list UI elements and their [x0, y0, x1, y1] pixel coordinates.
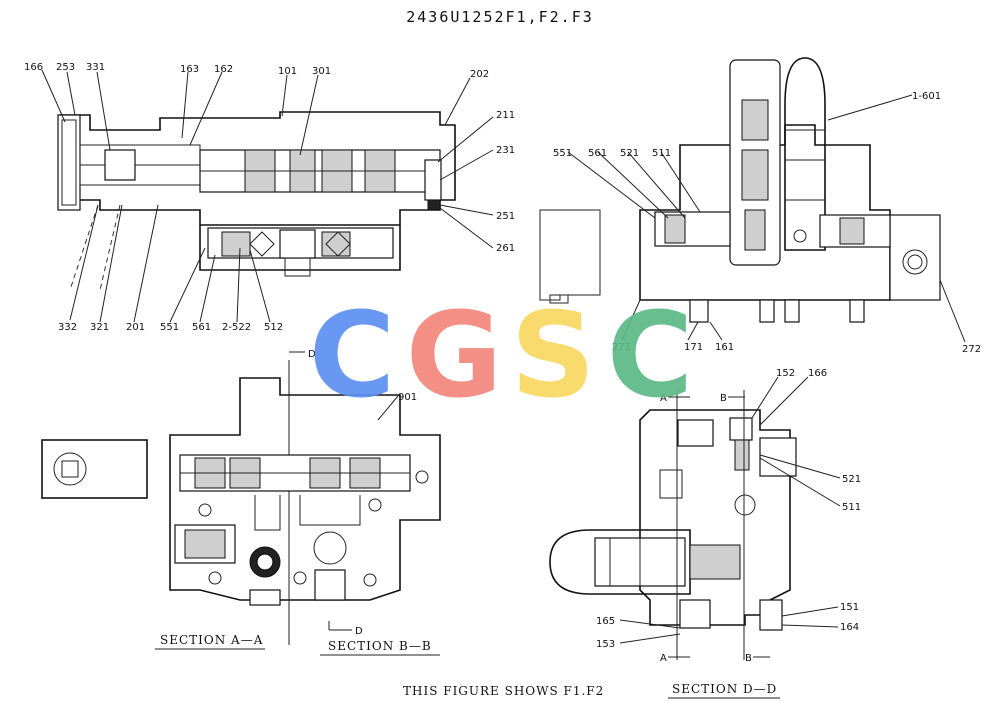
- part-label: 521: [842, 474, 861, 485]
- part-label: 153: [596, 639, 615, 650]
- leader-lines: [41, 69, 966, 644]
- part-label: 166: [24, 62, 43, 73]
- part-label: 901: [398, 392, 417, 403]
- part-label: 301: [312, 66, 331, 77]
- part-label: 201: [126, 322, 145, 333]
- watermark-letter-c2: C: [607, 286, 694, 424]
- watermark-letter-c1: C: [309, 286, 396, 424]
- part-label: 151: [840, 602, 859, 613]
- section-aa-bb-view: [41, 360, 441, 645]
- section-mark-d-top: D: [308, 349, 316, 360]
- part-label: 551: [160, 322, 179, 333]
- part-label: 561: [192, 322, 211, 333]
- watermark-letter-s: S: [511, 286, 596, 424]
- part-label: 161: [715, 342, 734, 353]
- part-label: 165: [596, 616, 615, 627]
- caption-section-aa: SECTION A—A: [160, 633, 263, 647]
- part-label: 321: [90, 322, 109, 333]
- part-label: 271: [612, 342, 631, 353]
- part-label: 202: [470, 69, 489, 80]
- part-label: 521: [620, 148, 639, 159]
- part-label: 101: [278, 66, 297, 77]
- part-label: 231: [496, 145, 515, 156]
- drawing-title: 2436U1252F1,F2.F3: [406, 8, 594, 26]
- part-label: 2-522: [222, 322, 251, 333]
- part-label: 261: [496, 243, 515, 254]
- section-mark-b-bottom: B: [745, 653, 752, 664]
- section-mark-b-top: B: [720, 393, 727, 404]
- part-label: 152: [776, 368, 795, 379]
- part-label: 332: [58, 322, 77, 333]
- part-label: 166: [808, 368, 827, 379]
- part-label: 251: [496, 211, 515, 222]
- top-right-section-view: [539, 57, 941, 323]
- caption-figure-note: THIS FIGURE SHOWS F1.F2: [403, 684, 604, 698]
- part-label: 1-601: [912, 91, 941, 102]
- top-left-section-view: [57, 111, 456, 291]
- watermark-letter-g: G: [406, 286, 503, 424]
- cgsc-watermark: C G S C: [309, 286, 694, 424]
- section-marks: D D A B A B: [289, 349, 770, 664]
- part-label: 551: [553, 148, 572, 159]
- part-label: 561: [588, 148, 607, 159]
- part-label: 253: [56, 62, 75, 73]
- section-mark-a-top: A: [660, 393, 667, 404]
- part-label: 164: [840, 622, 859, 633]
- part-label: 511: [652, 148, 671, 159]
- part-label: 171: [684, 342, 703, 353]
- caption-section-bb: SECTION B—B: [328, 639, 432, 653]
- part-label: 162: [214, 64, 233, 75]
- part-label: 511: [842, 502, 861, 513]
- part-label: 331: [86, 62, 105, 73]
- caption-section-dd: SECTION D—D: [672, 682, 777, 696]
- part-label: 163: [180, 64, 199, 75]
- section-mark-a-bottom: A: [660, 653, 667, 664]
- part-label: 211: [496, 110, 515, 121]
- part-number-labels: 166 253 331 163 162 101 301 202 211 231 …: [24, 62, 981, 650]
- section-mark-d-bottom: D: [355, 626, 363, 637]
- section-dd-view: [549, 390, 797, 660]
- section-captions: SECTION A—A SECTION B—B THIS FIGURE SHOW…: [155, 633, 780, 699]
- part-label: 512: [264, 322, 283, 333]
- part-label: 272: [962, 344, 981, 355]
